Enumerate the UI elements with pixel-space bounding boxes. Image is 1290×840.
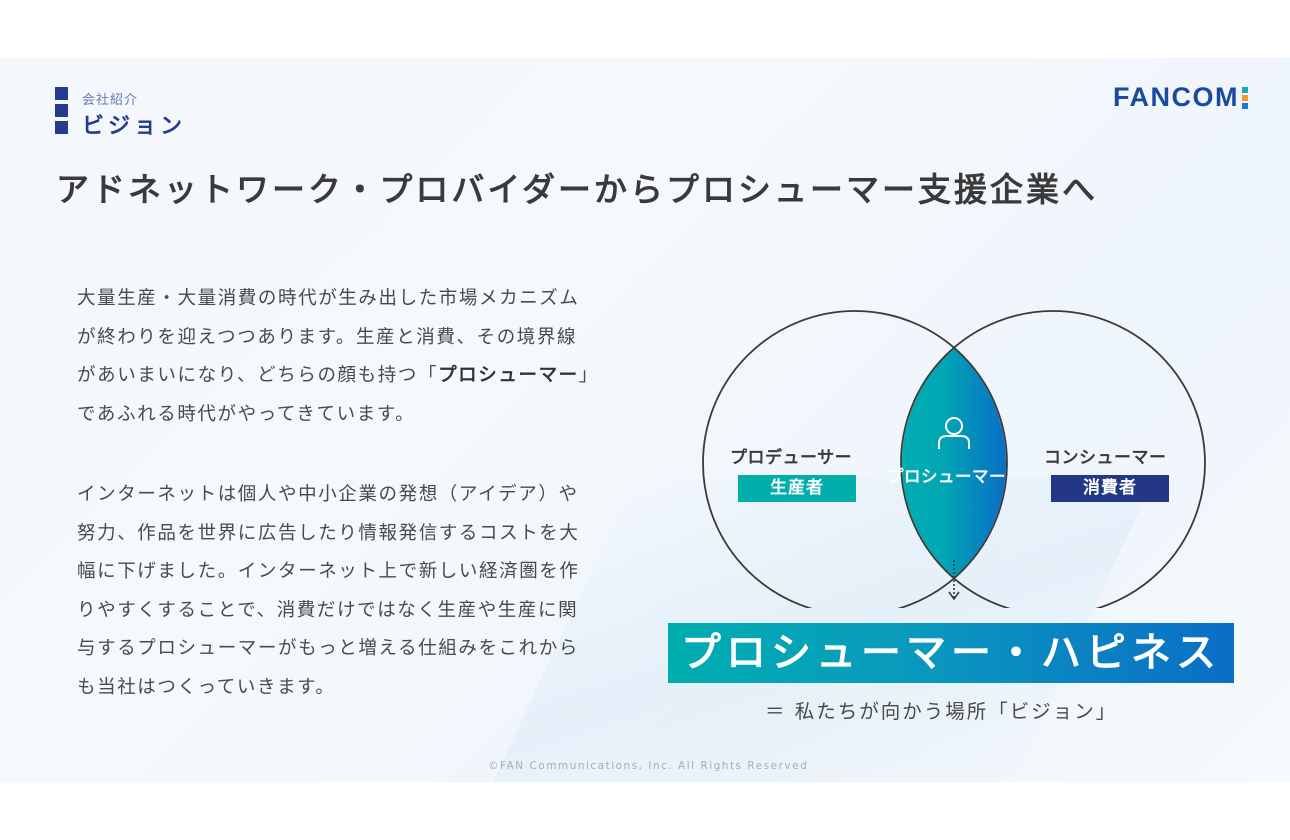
page-headline: アドネットワーク・プロバイダーからプロシューマー支援企業へ (56, 170, 1099, 209)
slide: 会社紹介 ビジョン FANCOM アドネットワーク・プロバイダーからプロシューマ… (0, 58, 1290, 782)
consumer-tag: 消費者 (1051, 475, 1169, 502)
person-icon (938, 417, 970, 449)
paragraph-emphasis: プロシューマー (438, 365, 579, 386)
section-category: 会社紹介 (82, 93, 139, 108)
venn-diagram: プロデューサー 生産者 プロシューマー コンシューマー 消費者 (690, 238, 1220, 608)
consumer-label: コンシューマー (1044, 448, 1167, 468)
logo-dots-icon (1242, 86, 1248, 109)
prosumer-label: プロシューマー (887, 467, 1006, 486)
logo-text: FANCOM (1113, 82, 1239, 112)
body-paragraph-2: インターネットは個人や中小企業の発想（アイデア）や努力、作品を世界に広告したり情… (77, 484, 580, 698)
fancom-logo: FANCOM (1113, 82, 1248, 113)
prosumer-intersection (901, 348, 1007, 578)
producer-tag: 生産者 (738, 475, 856, 502)
paragraph-text: 」であふれる時代がやってきています。 (77, 365, 590, 425)
vision-banner: プロシューマー・ハピネス (668, 623, 1234, 683)
venn-graphic (702, 310, 1206, 608)
consumer-circle (900, 310, 1206, 608)
copyright: ©FAN Communications, Inc. All Rights Res… (488, 760, 809, 772)
section-title: ビジョン (82, 114, 187, 139)
paragraph-text: 大量生産・大量消費の時代が生み出した市場メカニズムが終わりを迎えつつあります。生… (77, 288, 580, 386)
dotted-down-arrow-icon (948, 560, 960, 601)
producer-circle (702, 310, 1008, 608)
section-marker (55, 87, 68, 138)
producer-label: プロデューサー (730, 448, 853, 468)
body-paragraph-1: 大量生産・大量消費の時代が生み出した市場メカニズムが終わりを迎えつつあります。生… (77, 280, 597, 434)
vision-caption: ＝ 私たちが向かう場所「ビジョン」 (765, 700, 1118, 723)
